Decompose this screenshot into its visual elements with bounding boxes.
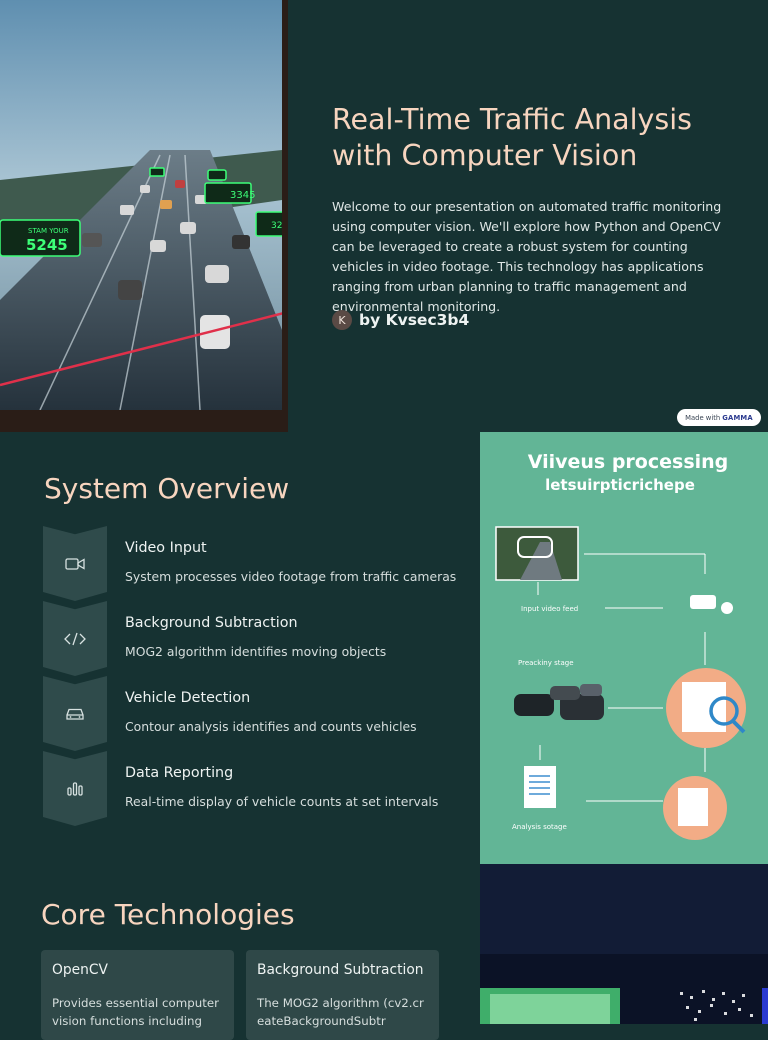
avatar: K bbox=[332, 310, 352, 330]
step-description: MOG2 algorithm identifies moving objects bbox=[125, 644, 387, 659]
step-item: Data Reporting Real-time display of vehi… bbox=[43, 751, 473, 826]
author-byline: K by Kvsec3b4 bbox=[332, 310, 469, 330]
card-text: Provides essential computer vision funct… bbox=[52, 996, 219, 1028]
section-title-overview: System Overview bbox=[44, 472, 290, 505]
diagram-subtitle: letsuirpticrichepe bbox=[545, 476, 695, 494]
step-item: Vehicle Detection Contour analysis ident… bbox=[43, 676, 473, 751]
diagram-label: Preackiny stage bbox=[518, 659, 574, 667]
step-title: Background Subtraction bbox=[125, 615, 298, 631]
author-name: by Kvsec3b4 bbox=[359, 311, 470, 329]
step-description: Real-time display of vehicle counts at s… bbox=[125, 794, 439, 809]
step-description: Contour analysis identifies and counts v… bbox=[125, 719, 417, 734]
diagram-label: Analysis sotage bbox=[512, 823, 567, 831]
step-badge bbox=[43, 676, 107, 751]
page-title: Real-Time Traffic Analysis with Computer… bbox=[332, 102, 732, 174]
step-title: Video Input bbox=[125, 540, 207, 556]
bar-chart-icon bbox=[67, 781, 83, 796]
hero-image: STAM YOUR 5245 3345 3245 bbox=[0, 0, 288, 432]
card-title: OpenCV bbox=[52, 962, 108, 978]
badge-prefix: Made with bbox=[685, 413, 721, 422]
tech-card-background-subtraction: Background Subtraction The MOG2 algorith… bbox=[246, 950, 439, 1040]
card-text: The MOG2 algorithm (cv2.createBackground… bbox=[257, 996, 424, 1028]
video-camera-icon bbox=[65, 557, 85, 570]
step-title: Vehicle Detection bbox=[125, 690, 251, 706]
overview-steps: Video Input System processes video foota… bbox=[43, 526, 473, 826]
processing-diagram-image: Viiveus processing letsuirpticrichepe In… bbox=[480, 432, 768, 864]
card-title: Background Subtraction bbox=[257, 962, 424, 978]
overlay-label: STAM YOUR bbox=[28, 227, 69, 235]
step-title: Data Reporting bbox=[125, 765, 234, 781]
step-description: System processes video footage from traf… bbox=[125, 569, 457, 584]
tech-card-opencv: OpenCV Provides essential computer visio… bbox=[41, 950, 234, 1040]
step-badge bbox=[43, 751, 107, 826]
overlay-count: 3345 bbox=[230, 190, 255, 201]
diagram-title: Viiveus processing bbox=[528, 451, 729, 473]
title-line: Real-Time Traffic Analysis bbox=[332, 103, 693, 136]
overlay-count: 5245 bbox=[26, 236, 68, 254]
section-title-technologies: Core Technologies bbox=[41, 898, 295, 931]
intro-paragraph: Welcome to our presentation on automated… bbox=[332, 199, 722, 314]
technologies-image bbox=[480, 864, 768, 1024]
code-icon bbox=[64, 632, 86, 645]
overlay-count: 3245 bbox=[271, 221, 288, 231]
badge-brand: GAMMA bbox=[722, 413, 753, 422]
step-item: Background Subtraction MOG2 algorithm id… bbox=[43, 601, 473, 676]
step-badge bbox=[43, 601, 107, 676]
diagram-label: Input video feed bbox=[521, 605, 578, 613]
car-icon bbox=[66, 708, 84, 720]
title-line: with Computer Vision bbox=[332, 139, 638, 172]
made-with-gamma-badge[interactable]: Made with GAMMA bbox=[677, 409, 761, 426]
step-badge bbox=[43, 526, 107, 601]
step-item: Video Input System processes video foota… bbox=[43, 526, 473, 601]
